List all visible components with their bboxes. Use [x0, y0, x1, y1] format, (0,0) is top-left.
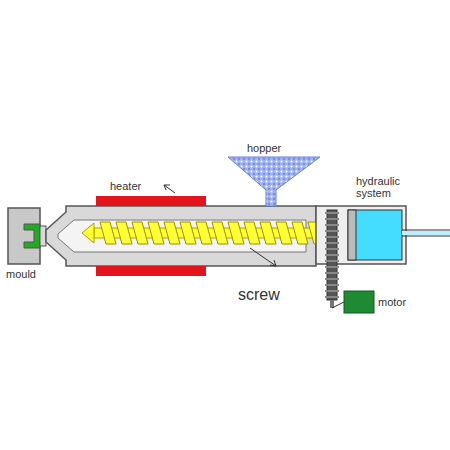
gear-tooth — [325, 248, 339, 250]
motor-box — [344, 291, 374, 313]
screw-flight — [276, 222, 292, 244]
gear-tooth — [325, 290, 339, 292]
gear — [325, 210, 344, 308]
gear-tooth — [325, 236, 339, 238]
screw — [82, 222, 356, 244]
gear-tooth — [325, 284, 339, 286]
gear-tooth — [325, 230, 339, 232]
gear-tooth — [325, 260, 339, 262]
gear-tooth — [325, 278, 339, 280]
screw-flight — [132, 222, 148, 244]
gear-tooth — [325, 242, 339, 244]
screw-flight — [196, 222, 212, 244]
gear-tooth — [325, 266, 339, 268]
mould-block — [8, 208, 46, 264]
screw-label: screw — [238, 286, 280, 304]
screw-flight — [292, 222, 308, 244]
screw-flight — [116, 222, 132, 244]
gear-tooth — [325, 218, 339, 220]
gear-tooth — [325, 272, 339, 274]
heater-pointer — [164, 185, 175, 193]
screw-flight — [180, 222, 196, 244]
hopper-label: hopper — [247, 142, 281, 154]
hydraulic-label: hydraulic system — [356, 175, 418, 199]
gear-tooth — [325, 296, 339, 298]
screw-flight — [260, 222, 276, 244]
heater-band — [96, 196, 206, 206]
screw-flight — [228, 222, 244, 244]
hopper — [228, 157, 320, 206]
screw-flight — [164, 222, 180, 244]
gear-tooth — [325, 212, 339, 214]
gear-tooth — [325, 224, 339, 226]
screw-flight — [100, 222, 116, 244]
mould-label: mould — [6, 268, 36, 280]
screw-flight — [212, 222, 228, 244]
screw-flight — [148, 222, 164, 244]
heater-band — [96, 266, 206, 276]
gear-tooth — [325, 254, 339, 256]
motor-label: motor — [378, 296, 406, 308]
heater-label: heater — [110, 180, 141, 192]
screw-pointer — [250, 248, 276, 266]
screw-flight — [244, 222, 260, 244]
